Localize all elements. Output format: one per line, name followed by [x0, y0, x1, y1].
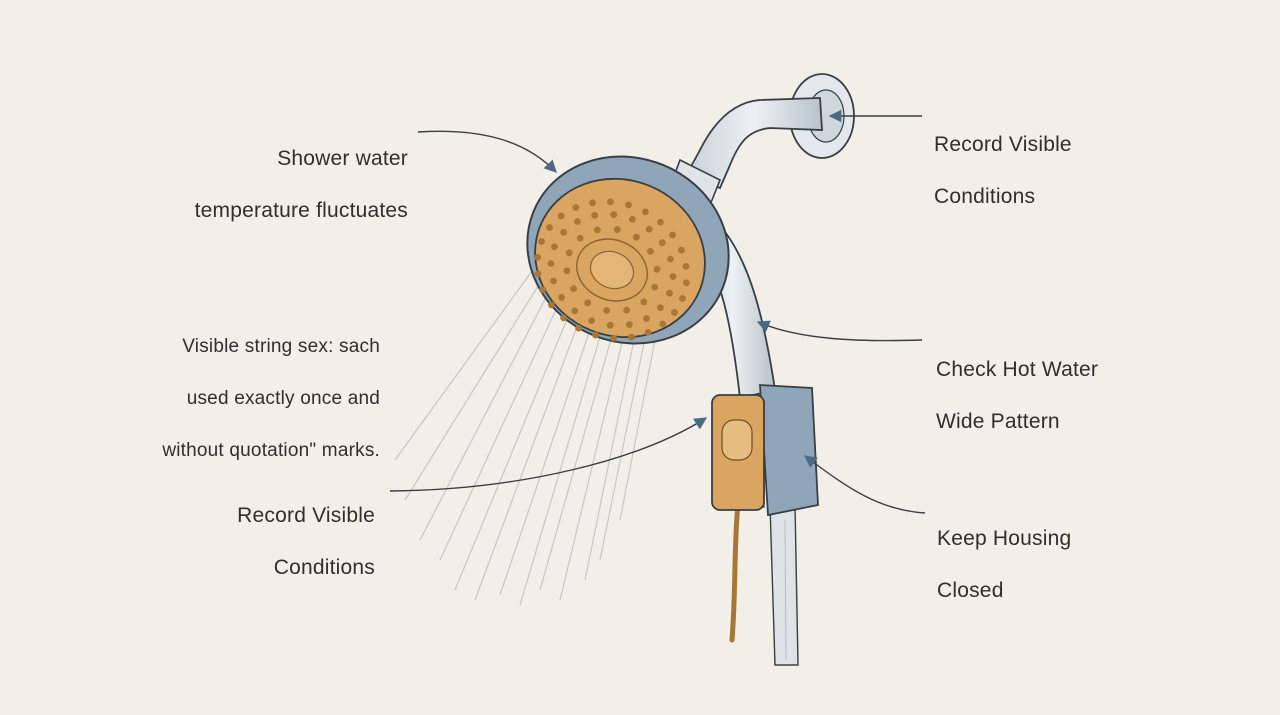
- label-keep-housing-closed: Keep Housing Closed: [937, 500, 1137, 630]
- nozzle-hole: [575, 324, 582, 332]
- nozzle-hole: [666, 289, 673, 297]
- nozzle-hole: [576, 234, 584, 242]
- nozzle-hole: [606, 321, 614, 329]
- nozzle-hole: [548, 301, 555, 309]
- nozzle-hole: [550, 277, 557, 285]
- nozzle-hole: [560, 228, 567, 236]
- nozzle-hole: [593, 226, 601, 234]
- nozzle-hole: [645, 225, 653, 233]
- nozzle-hole: [592, 331, 599, 339]
- nozzle-hole: [574, 218, 581, 225]
- label-string-line1: Visible string sex: sach: [182, 336, 380, 357]
- nozzle-hole: [629, 216, 636, 223]
- nozzle-hole: [571, 307, 579, 315]
- label-temp-line1: Shower water: [277, 147, 408, 170]
- nozzle-hole: [546, 224, 553, 231]
- label-keep-line2: Closed: [937, 579, 1004, 602]
- control-housing: [711, 384, 819, 517]
- nozzle-hole: [589, 199, 596, 207]
- nozzle-hole: [570, 285, 577, 292]
- nozzle-hole: [657, 304, 664, 312]
- nozzle-hole: [623, 306, 631, 314]
- nozzle-hole: [557, 212, 565, 220]
- label-string-line2: used exactly once and: [186, 388, 380, 409]
- nozzle-hole: [647, 248, 654, 255]
- label-string-note: Visible string sex: sach used exactly on…: [120, 308, 380, 490]
- label-temp-line2: temperature fluctuates: [194, 199, 408, 222]
- nozzle-hole: [560, 314, 567, 322]
- nozzle-hole: [632, 233, 640, 241]
- label-temperature-fluctuates: Shower water temperature fluctuates: [178, 120, 408, 250]
- nozzle-hole: [671, 309, 678, 316]
- label-check-line2: Wide Pattern: [936, 410, 1060, 433]
- label-record-right-line2: Conditions: [934, 185, 1036, 208]
- leader-temp: [417, 130, 557, 173]
- nozzle-hole: [538, 238, 545, 245]
- leader-record-left: [389, 417, 708, 492]
- nozzle-hole: [651, 283, 659, 291]
- nozzle-hole: [683, 279, 690, 287]
- leader-check: [756, 320, 923, 342]
- label-record-visible-right: Record Visible Conditions: [934, 106, 1134, 236]
- leader-keep: [803, 455, 926, 514]
- nozzle-hole: [669, 231, 676, 239]
- nozzle-hole: [657, 218, 664, 226]
- nozzle-hole: [625, 201, 632, 209]
- power-cable: [729, 502, 741, 643]
- nozzle-hole: [584, 299, 592, 307]
- label-keep-line1: Keep Housing: [937, 527, 1072, 550]
- leader-lines: [389, 109, 926, 514]
- nozzle-hole: [539, 286, 546, 294]
- nozzle-hole: [588, 317, 595, 324]
- label-check-line1: Check Hot Water: [936, 358, 1099, 381]
- nozzle-hole: [613, 226, 621, 234]
- label-record-left-line2: Conditions: [273, 556, 375, 579]
- nozzle-hole: [644, 329, 652, 336]
- label-string-line3: without quotation" marks.: [162, 440, 380, 461]
- nozzle-hole: [547, 260, 555, 267]
- nozzle-hole: [682, 263, 690, 270]
- nozzle-hole: [610, 211, 618, 219]
- label-record-visible-left: Record Visible Conditions: [210, 477, 375, 607]
- label-check-hot-water: Check Hot Water Wide Pattern: [936, 331, 1156, 461]
- nozzle-hole: [558, 293, 566, 301]
- nozzle-hole: [572, 204, 580, 212]
- nozzle-hole: [659, 320, 667, 328]
- nozzle-hole: [607, 198, 614, 206]
- water-spray: [394, 259, 656, 606]
- nozzle-hole: [551, 243, 558, 251]
- nozzle-hole: [591, 212, 599, 219]
- nozzle-hole: [565, 249, 573, 257]
- nozzle-hole: [669, 273, 677, 280]
- nozzle-hole: [642, 208, 649, 216]
- label-record-left-line1: Record Visible: [237, 504, 375, 527]
- spray-nozzles: [534, 198, 690, 342]
- nozzle-hole: [678, 246, 685, 254]
- nozzle-hole: [640, 298, 648, 306]
- nozzle-hole: [603, 307, 611, 314]
- nozzle-hole: [653, 265, 661, 273]
- nozzle-hole: [643, 315, 650, 322]
- nozzle-hole: [610, 334, 617, 342]
- nozzle-hole: [658, 239, 666, 247]
- nozzle-hole: [679, 295, 686, 302]
- hose: [769, 504, 799, 666]
- nozzle-hole: [628, 333, 635, 341]
- nozzle-hole: [625, 321, 633, 328]
- shower-head: [526, 155, 730, 345]
- nozzle-hole: [534, 253, 541, 261]
- nozzle-hole: [534, 270, 542, 277]
- nozzle-hole: [563, 267, 571, 275]
- nozzle-hole: [667, 255, 674, 263]
- label-record-right-line1: Record Visible: [934, 133, 1072, 156]
